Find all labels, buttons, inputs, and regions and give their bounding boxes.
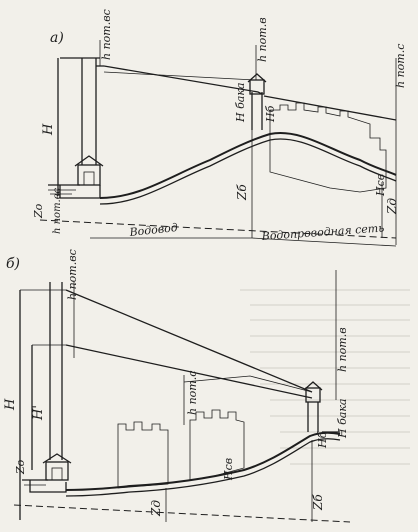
label-H-prime-b: H' (31, 405, 46, 421)
pump-station-a (74, 155, 104, 186)
label-Zb-a: Zб (235, 184, 249, 201)
label-vodovod: Водовод (128, 221, 178, 239)
city-buildings-a (269, 102, 387, 193)
label-h-pot-vs-a: h пот.вс (100, 9, 113, 60)
pipe-line-a (99, 138, 397, 205)
city-buildings-b (117, 409, 245, 489)
label-Zb-b: Zб (311, 494, 325, 511)
label-Zd-a: Zд (385, 198, 399, 215)
datum-line-b (13, 504, 351, 523)
water-tower-b (303, 381, 323, 432)
label-h-pot-v-a: h пот.в (256, 17, 269, 62)
panel-b-label: б) (6, 256, 20, 272)
label-Zd-b: Zд (149, 500, 163, 517)
label-Hb-a: Hб (264, 105, 277, 123)
label-network: Водопроводная сеть (260, 221, 384, 243)
datum-line-a (39, 219, 397, 239)
label-Zo-a: Zо (32, 203, 45, 219)
label-h-pot-s-b: h пот.с (186, 371, 199, 415)
terrain-line-b (65, 431, 341, 491)
terrain-line-a (99, 132, 397, 199)
panel-a: а) H h пот.вс (32, 9, 407, 247)
water-tower-a (247, 73, 267, 130)
piezometric-line-1-b (65, 289, 313, 393)
label-Hsv-a: Hсв (374, 174, 387, 197)
label-Hsv-b: Hсв (222, 458, 235, 481)
panel-a-label: а) (50, 30, 64, 46)
pump-station-b (42, 453, 72, 481)
label-h-pot-s-a: h пот.с (394, 44, 407, 88)
label-Zo-b: Zо (14, 459, 27, 475)
label-Hb-b: Hб (316, 431, 329, 449)
piezometric-line-network-a (263, 95, 397, 121)
label-H-a: H (41, 123, 56, 136)
intake-reservoir-a (48, 184, 101, 199)
pipe-line-b (65, 438, 341, 497)
panel-b: б) H H' h пот.вс (3, 249, 351, 523)
background-text-bleed (240, 289, 410, 465)
label-H-b: H (3, 398, 18, 411)
piezometric-line-2-b (65, 344, 313, 399)
label-H-baka-b: H бака (336, 399, 349, 440)
label-h-pot-v-b: h пот.в (336, 327, 349, 372)
label-H-baka-a: H бака (234, 83, 247, 124)
label-h-pot-vs-bottom-a: h пот.вс (52, 187, 63, 234)
label-h-pot-vs-b: h пот.вс (66, 249, 79, 300)
